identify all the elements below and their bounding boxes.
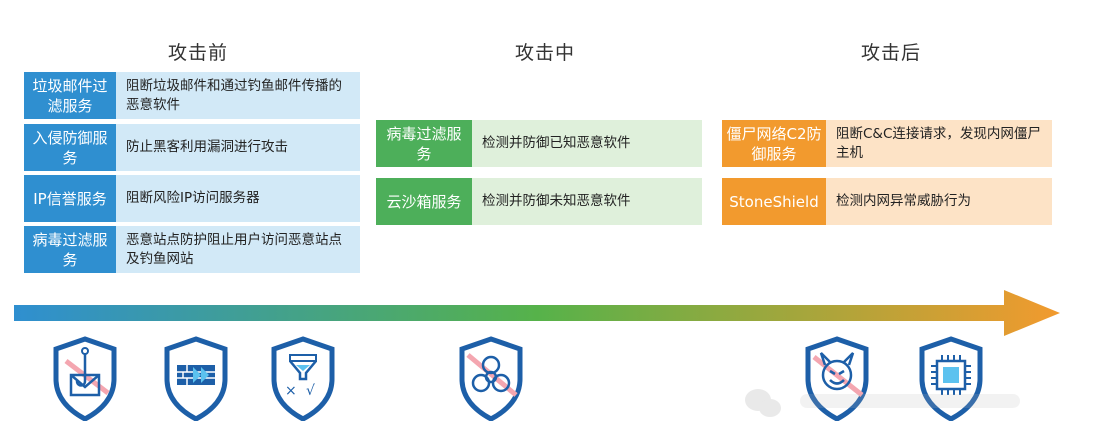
card-stoneshield: StoneShield 检测内网异常威胁行为 xyxy=(722,178,1052,225)
card-virus-filter-before: 病毒过滤服务 恶意站点防护阻止用户访问恶意站点及钓鱼网站 xyxy=(24,226,360,273)
card-tag: 入侵防御服务 xyxy=(24,124,116,171)
card-tag: IP信誉服务 xyxy=(24,175,116,222)
card-intrusion-prevention: 入侵防御服务 防止黑客利用漏洞进行攻击 xyxy=(24,124,360,171)
card-botnet-c2: 僵尸网络C2防御服务 阻断C&C连接请求，发现内网僵尸主机 xyxy=(722,120,1052,167)
card-desc: 检测内网异常威胁行为 xyxy=(826,178,1052,225)
timeline-arrow xyxy=(14,290,1060,336)
card-desc: 阻断C&C连接请求，发现内网僵尸主机 xyxy=(826,120,1052,167)
card-tag: 云沙箱服务 xyxy=(376,178,472,225)
card-desc: 恶意站点防护阻止用户访问恶意站点及钓鱼网站 xyxy=(116,226,360,273)
devil-bot-shield-icon xyxy=(805,336,869,421)
card-ip-reputation: IP信誉服务 阻断风险IP访问服务器 xyxy=(24,175,360,222)
svg-text:√: √ xyxy=(306,383,315,399)
card-tag: 垃圾邮件过滤服务 xyxy=(24,72,116,119)
card-virus-filter-during: 病毒过滤服务 检测并防御已知恶意软件 xyxy=(376,120,702,167)
svg-text:×: × xyxy=(285,383,297,399)
card-tag: 病毒过滤服务 xyxy=(24,226,116,273)
card-spam-filter: 垃圾邮件过滤服务 阻断垃圾邮件和通过钓鱼邮件传播的恶意软件 xyxy=(24,72,360,119)
card-tag: 病毒过滤服务 xyxy=(376,120,472,167)
watermark-icon xyxy=(745,389,1020,417)
card-desc: 防止黑客利用漏洞进行攻击 xyxy=(116,124,360,171)
biohazard-shield-icon xyxy=(459,336,523,421)
card-tag: StoneShield xyxy=(722,178,826,225)
phase-title-during: 攻击中 xyxy=(515,42,576,64)
phase-title-before: 攻击前 xyxy=(168,42,229,64)
card-desc: 阻断风险IP访问服务器 xyxy=(116,175,360,222)
card-desc: 检测并防御已知恶意软件 xyxy=(472,120,702,167)
card-desc: 检测并防御未知恶意软件 xyxy=(472,178,702,225)
card-desc: 阻断垃圾邮件和通过钓鱼邮件传播的恶意软件 xyxy=(116,72,360,119)
card-tag: 僵尸网络C2防御服务 xyxy=(722,120,826,167)
phishing-hook-shield-icon xyxy=(53,336,117,421)
filter-funnel-shield-icon: × √ xyxy=(271,336,335,421)
firewall-shield-icon xyxy=(164,336,228,421)
chip-shield-icon xyxy=(919,336,983,421)
card-cloud-sandbox: 云沙箱服务 检测并防御未知恶意软件 xyxy=(376,178,702,225)
phase-title-after: 攻击后 xyxy=(861,42,922,64)
